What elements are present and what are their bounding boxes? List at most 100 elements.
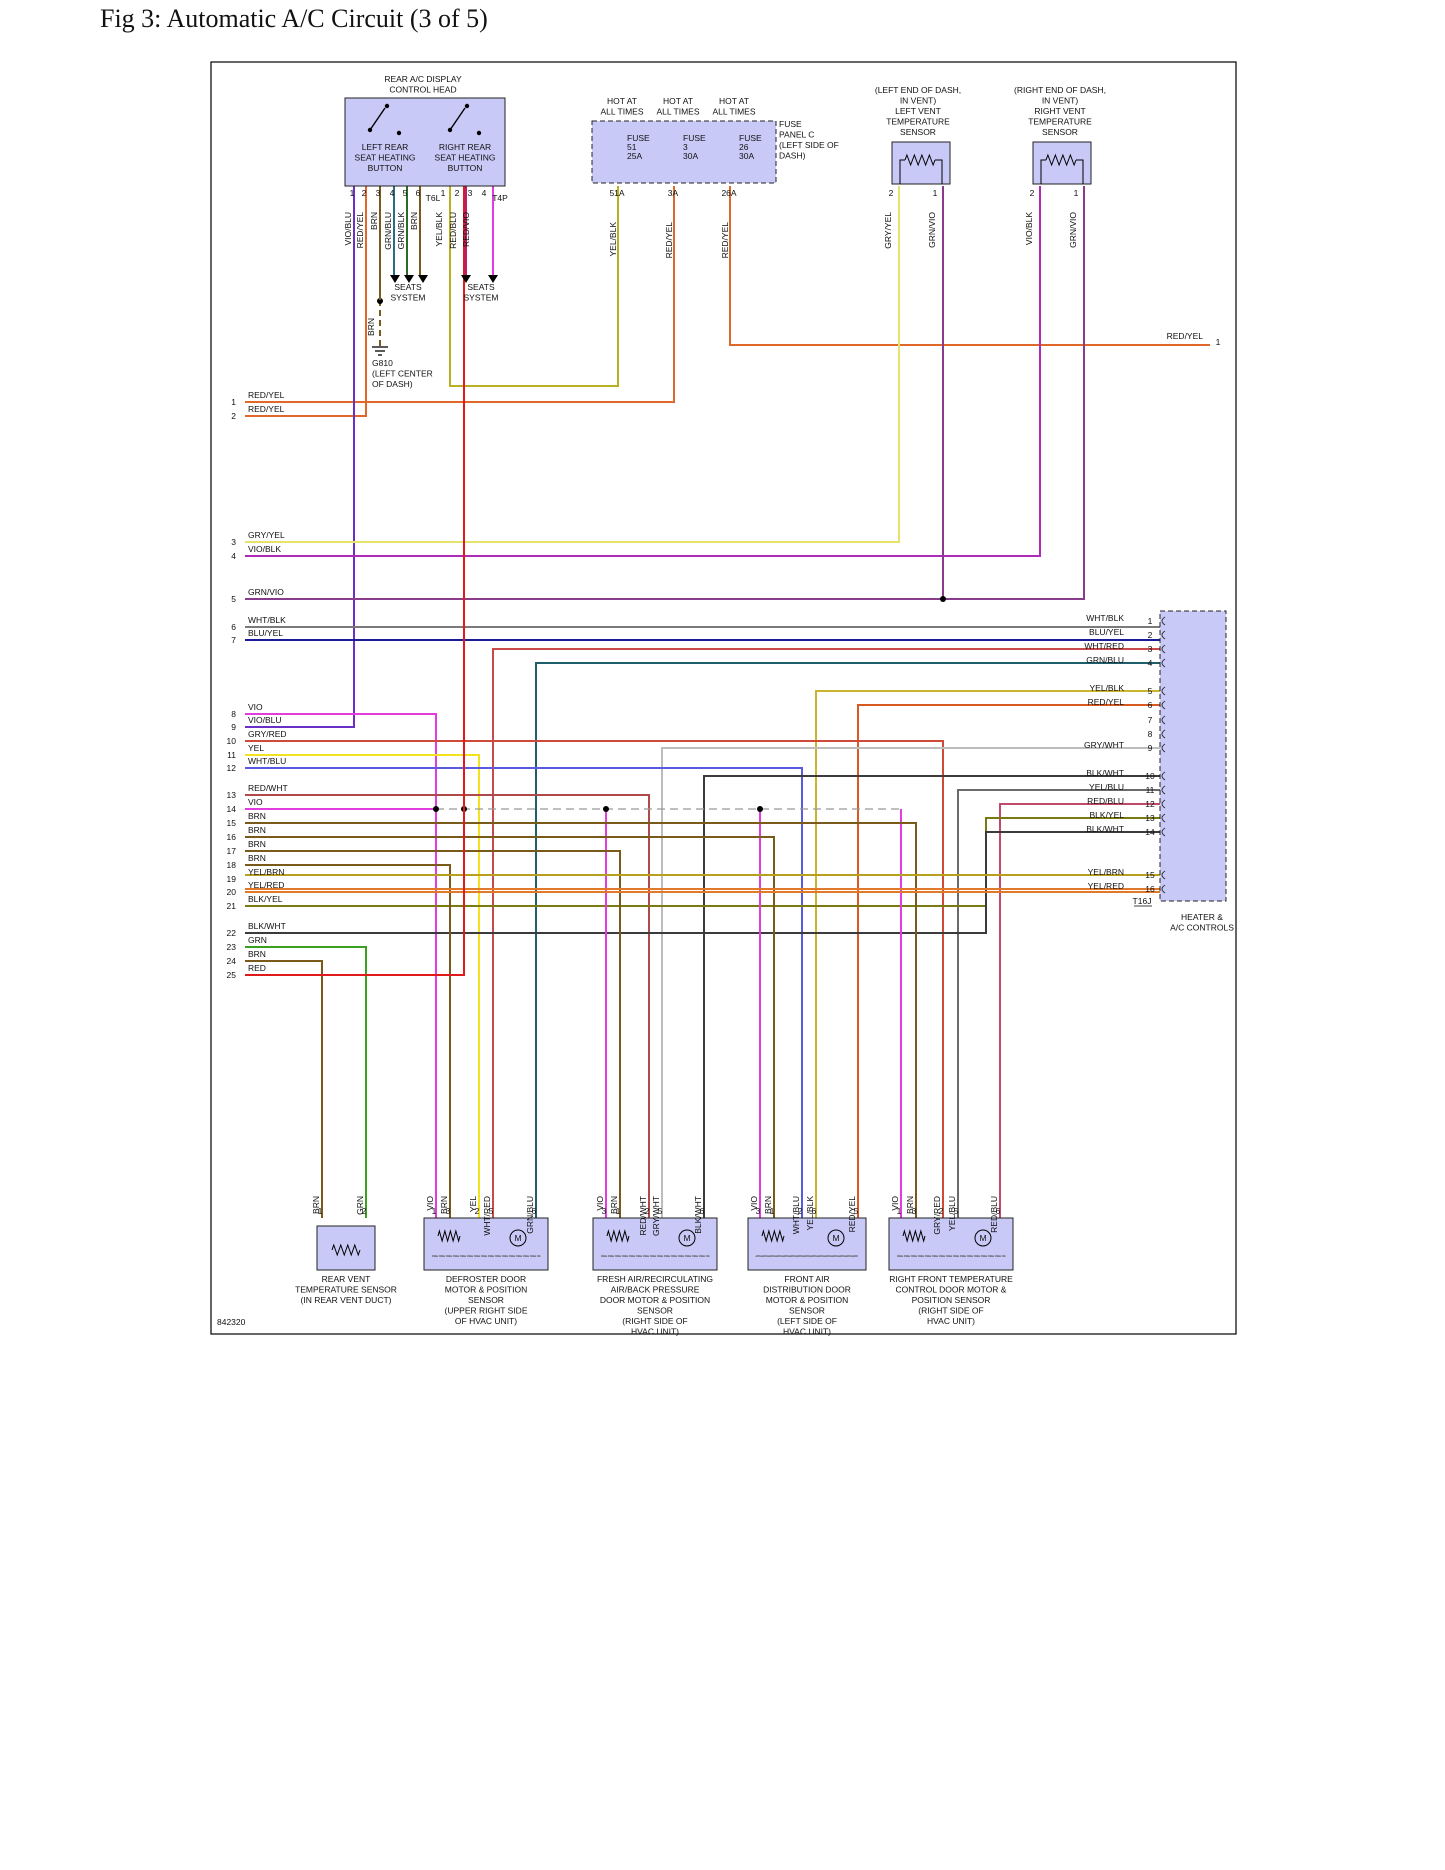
pin-number: 2 xyxy=(1030,188,1035,198)
pin-wire-label: RED/YEL xyxy=(355,212,365,249)
pin-wire-label: GRY/WHT xyxy=(651,1196,661,1236)
left-seat-button-label: BUTTON xyxy=(368,163,403,173)
wire-red-blu xyxy=(999,803,1160,1218)
pin-wire-label: VIO xyxy=(890,1196,900,1211)
pin-wire-label: WHT/RED xyxy=(482,1196,492,1236)
splice-dot xyxy=(940,596,946,602)
sensor-lead xyxy=(1076,159,1084,184)
pin-number: 1 xyxy=(770,1206,775,1216)
connector-pin xyxy=(1161,700,1166,710)
seats-system-label: SYSTEM xyxy=(464,293,499,303)
bottom-component-label: CONTROL DOOR MOTOR & xyxy=(896,1285,1007,1295)
pin-wire-label: GRN/VIO xyxy=(1068,212,1078,248)
connector-pin xyxy=(1161,884,1166,894)
left-wire-number: 17 xyxy=(227,846,237,856)
right-wire-number: 2 xyxy=(1148,630,1153,640)
left-wire-label: BRN xyxy=(248,825,266,835)
hot-at-all-times-label: HOT AT xyxy=(607,96,637,106)
pin-number: 2 xyxy=(475,1206,480,1216)
left-wire-number: 5 xyxy=(231,594,236,604)
pin-wire-label: RED/BLU xyxy=(448,212,458,249)
connector-pin xyxy=(1161,616,1166,626)
switch-contact xyxy=(396,130,402,136)
right-wire-label: WHT/RED xyxy=(1084,641,1124,651)
seats-system-label: SEATS xyxy=(394,282,422,292)
left-wire-number: 25 xyxy=(227,970,237,980)
splice-dot xyxy=(603,806,609,812)
left-wire-label: BRN xyxy=(248,853,266,863)
connector-pin xyxy=(1161,785,1166,795)
left-wire-label: YEL/RED xyxy=(248,880,284,890)
components-layer xyxy=(316,97,1227,1271)
wire-brn-17 xyxy=(245,850,621,1218)
pin-wire-label: GRN/VIO xyxy=(927,212,937,248)
motor-icon xyxy=(827,1229,845,1247)
fuse-number: 3 xyxy=(683,142,688,152)
right-seat-button-label: BUTTON xyxy=(448,163,483,173)
pin-wire-label: RED/BLU xyxy=(989,1196,999,1233)
left-vent-sensor-label: TEMPERATURE xyxy=(886,117,950,127)
left-wire-number: 10 xyxy=(227,736,237,746)
bottom-component-rear xyxy=(316,1225,376,1271)
wire-red-yel-2 xyxy=(245,186,367,417)
connector-pin xyxy=(1161,771,1166,781)
wire-red-yel-top xyxy=(729,186,1210,346)
wire-blk-wht-2 xyxy=(245,831,1160,934)
bottom-component-label: (RIGHT SIDE OF xyxy=(918,1306,984,1316)
right-vent-sensor-label: (RIGHT END OF DASH, xyxy=(1014,85,1106,95)
wire-number: 1 xyxy=(1216,337,1221,347)
right-seat-button-label: RIGHT REAR xyxy=(439,142,491,152)
left-seat-button-label: SEAT HEATING xyxy=(355,153,416,163)
wire-red xyxy=(245,186,465,976)
pin-number: 3 xyxy=(446,1206,451,1216)
connector-pin xyxy=(1161,870,1166,880)
left-wire-number: 24 xyxy=(227,956,237,966)
left-wire-label: WHT/BLU xyxy=(248,756,286,766)
left-seat-button-label: LEFT REAR xyxy=(362,142,409,152)
arrow-icon xyxy=(404,275,414,283)
left-wire-label: VIO xyxy=(248,702,263,712)
fuse-label: FUSE xyxy=(683,133,706,143)
fuse-panel-label: (LEFT SIDE OF xyxy=(779,140,839,150)
left-wire-number: 1 xyxy=(231,397,236,407)
pin-wire-label: YEL/BLK xyxy=(434,212,444,247)
bottom-component-fresh xyxy=(592,1217,718,1271)
connector-pin xyxy=(1161,799,1166,809)
right-wire-label: YEL/BRN xyxy=(1088,867,1124,877)
left-wire-label: BRN xyxy=(248,811,266,821)
arrow-icon xyxy=(390,275,400,283)
wire-gry-red xyxy=(245,740,944,1218)
connector-pin xyxy=(1161,827,1166,837)
fuse-amperage: 25A xyxy=(627,151,642,161)
connector-pin xyxy=(1161,686,1166,696)
motor-symbol: M xyxy=(979,1233,986,1243)
wire-red-yel-1 xyxy=(245,186,675,403)
pin-number: 1 xyxy=(1074,188,1079,198)
pin-wire-label: GRN/BLK xyxy=(396,212,406,250)
left-wire-label: WHT/BLK xyxy=(248,615,286,625)
pin-number: 2 xyxy=(362,1206,367,1216)
right-wire-label: RED/BLU xyxy=(1087,796,1124,806)
resistor-icon xyxy=(902,1229,926,1243)
right-wire-number: 13 xyxy=(1145,813,1155,823)
right-wire-label: GRN/BLU xyxy=(1086,655,1124,665)
pin-number: 2 xyxy=(798,1206,803,1216)
wire-brn-16 xyxy=(245,836,775,1218)
pin-number: 5 xyxy=(658,1206,663,1216)
pin-number: 6 xyxy=(532,1206,537,1216)
left-wire-label: GRY/YEL xyxy=(248,530,285,540)
fuse-wire-label: RED/YEL xyxy=(664,222,674,259)
fuse-amperage: 30A xyxy=(739,151,754,161)
wire-grn-vio xyxy=(245,186,1085,600)
left-wire-label: RED/WHT xyxy=(248,783,288,793)
right-wire-label: WHT/BLK xyxy=(1086,613,1124,623)
bottom-component-label: MOTOR & POSITION xyxy=(445,1285,528,1295)
bottom-component-label: (RIGHT SIDE OF xyxy=(622,1316,688,1326)
right-wire-number: 5 xyxy=(1148,686,1153,696)
pin-number: 1 xyxy=(897,1206,902,1216)
right-seat-button-label: SEAT HEATING xyxy=(435,153,496,163)
right-wire-label: YEL/RED xyxy=(1088,881,1124,891)
pin-number: 1 xyxy=(933,188,938,198)
left-wire-number: 11 xyxy=(227,750,236,760)
pin-number: 1 xyxy=(616,1206,621,1216)
